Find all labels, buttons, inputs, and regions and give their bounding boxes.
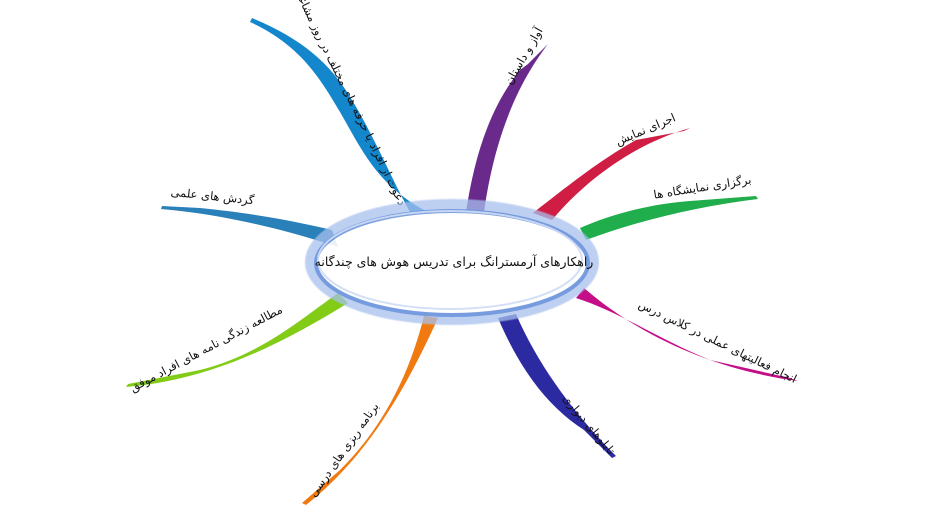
branch-lesson-planning-label: برنامه ریزی های درسی — [306, 400, 383, 500]
branch-exhibition-stroke — [580, 196, 758, 240]
central-topic-ring-highlight — [317, 210, 583, 310]
branch-lesson-planning-stroke — [302, 316, 438, 505]
branch-show-performance-stroke — [533, 128, 690, 220]
branch-music-poetry-stroke — [466, 44, 548, 212]
branch-practical-activities[interactable]: انجام فعالیتهای عملی در کلاس درس — [576, 288, 799, 387]
central-topic-ring-outer — [305, 199, 599, 325]
branch-wall-boards[interactable]: تابلوهای دیواری — [498, 314, 618, 458]
branch-biographies[interactable]: مطالعه زندگی نامه های افراد موفق — [126, 293, 348, 396]
branch-show-performance[interactable]: اجرای نمایش — [533, 110, 690, 220]
branch-exhibition[interactable]: برگزاری نمایشگاه ها — [580, 172, 758, 240]
branch-professionals-visit-label: دعوت از افراد یا حرفه های مختلف در روز م… — [291, 0, 409, 208]
branch-professionals-visit-stroke — [250, 18, 432, 214]
branch-wall-boards-label: تابلوهای دیواری — [559, 392, 618, 458]
branch-science-tours[interactable]: گردش های علمی — [161, 185, 338, 247]
branch-science-tours-stroke — [161, 206, 338, 247]
branch-wall-boards-stroke — [498, 314, 616, 458]
branch-professionals-visit[interactable]: دعوت از افراد یا حرفه های مختلف در روز م… — [250, 0, 432, 214]
central-topic-label: راهکارهای آرمسترانگ برای تدریس هوش های چ… — [315, 254, 594, 270]
branch-science-tours-label: گردش های علمی — [170, 185, 255, 209]
branch-music-poetry[interactable]: آواز و داستان — [466, 24, 548, 212]
central-topic[interactable]: راهکارهای آرمسترانگ برای تدریس هوش های چ… — [305, 199, 599, 325]
branch-lesson-planning[interactable]: برنامه ریزی های درسی — [302, 316, 438, 505]
branch-biographies-stroke — [126, 293, 348, 387]
branch-practical-activities-label: انجام فعالیتهای عملی در کلاس درس — [636, 297, 799, 387]
